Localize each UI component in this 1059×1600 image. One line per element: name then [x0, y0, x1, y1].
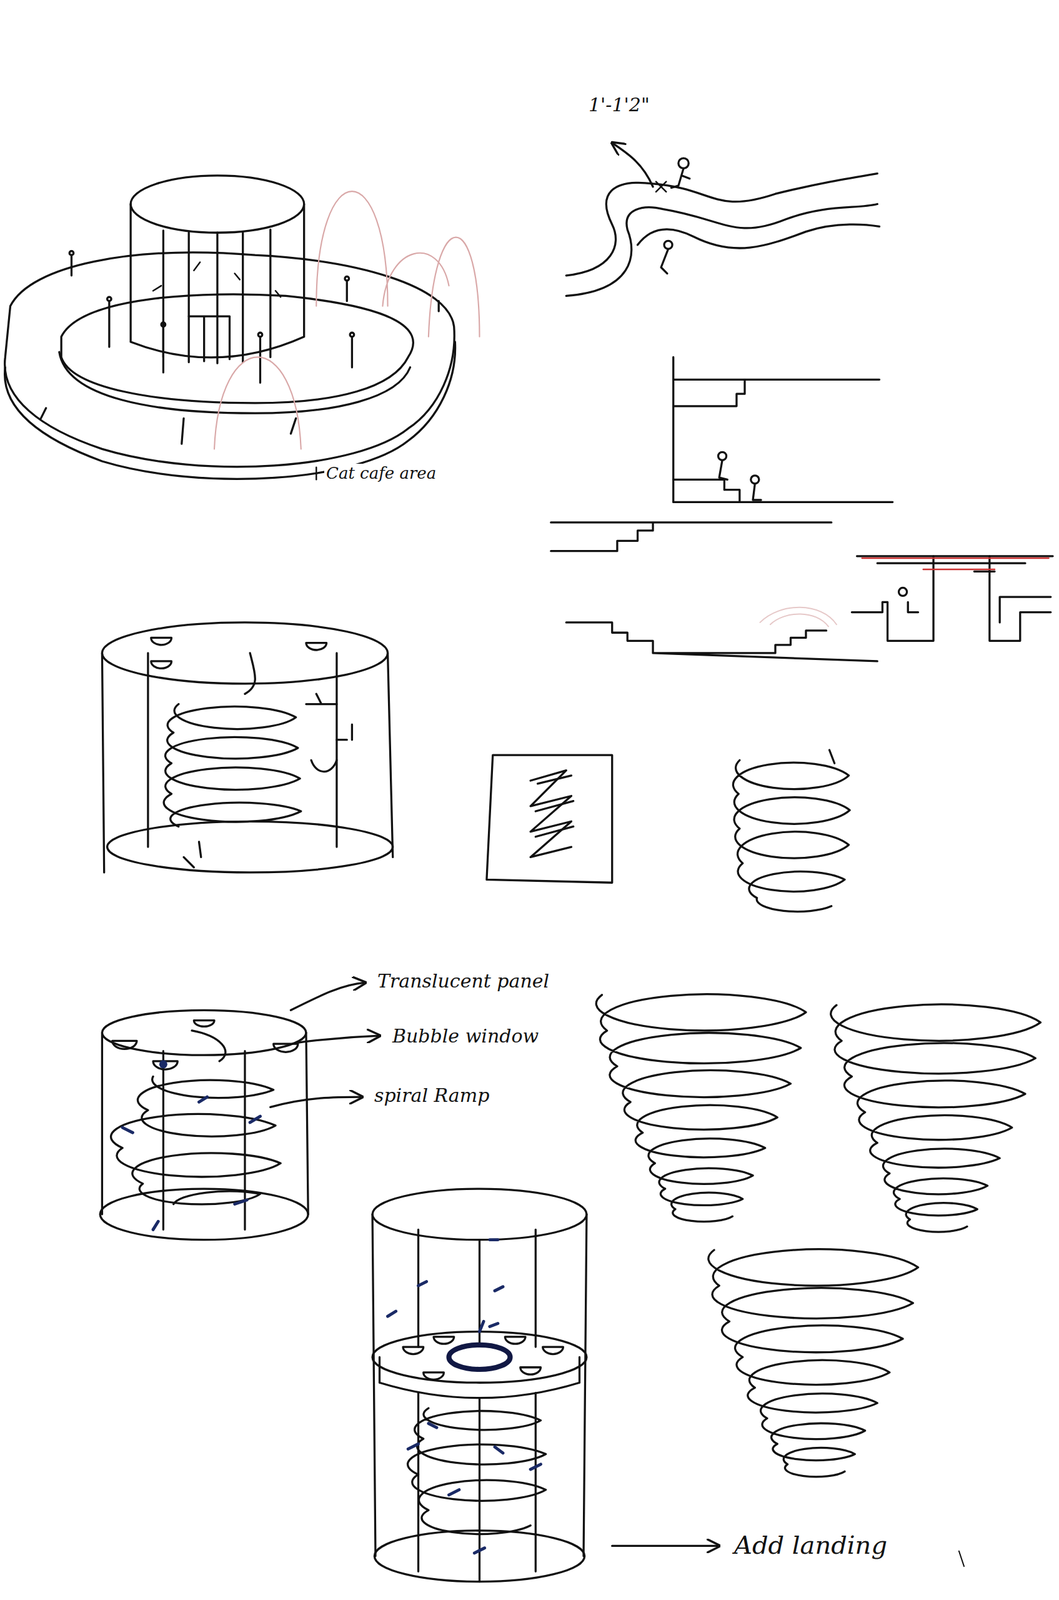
sketch-stroke	[130, 175, 305, 233]
sketch-stroke	[750, 475, 760, 484]
sketch-stroke	[163, 652, 302, 827]
sketch-stroke	[907, 571, 995, 612]
sketch-stroke	[862, 557, 1050, 570]
spiral-cylinder-sketch	[101, 622, 393, 873]
labelled-cylinder-sketch	[99, 982, 380, 1239]
sketch-stroke	[673, 479, 893, 502]
sketch-stroke	[315, 467, 317, 480]
area-label: Cat cafe area	[324, 463, 438, 483]
sketch-stroke	[656, 181, 667, 192]
sketch-stroke	[122, 1096, 260, 1229]
sketch-stroke	[732, 759, 850, 911]
callout-label: Bubble window	[390, 1024, 541, 1048]
sketch-stroke	[664, 240, 673, 249]
sketch-stroke	[101, 652, 393, 873]
sketch-stroke	[107, 820, 393, 873]
callout-label: Translucent panel	[375, 969, 552, 993]
sketch-stroke	[112, 1020, 299, 1069]
sketch-stroke	[372, 1188, 587, 1240]
sketch-stroke	[69, 251, 74, 256]
sketch-stroke	[407, 1407, 547, 1534]
sketch-stroke	[752, 483, 761, 500]
sketch-stroke	[188, 316, 230, 362]
sketch-stroke	[387, 1239, 542, 1553]
sketch-stroke	[306, 693, 352, 771]
sketch-stroke	[161, 322, 166, 327]
tornado-coils	[596, 994, 1041, 1477]
sketch-stroke	[678, 158, 689, 169]
sketch-stroke	[551, 522, 832, 552]
callout-label: spiral Ramp	[372, 1083, 492, 1107]
sketch-stroke	[759, 607, 836, 627]
sketch-stroke	[99, 1188, 309, 1240]
sketch-stroke	[402, 1336, 563, 1380]
sketch-stroke	[612, 1544, 720, 1547]
sketch-stroke	[959, 1550, 965, 1566]
sketch-stroke	[59, 351, 411, 413]
sketch-stroke	[61, 294, 413, 403]
dimension-label: 1'-1'2"	[586, 93, 652, 117]
sketch-stroke	[163, 229, 270, 363]
coil-sketch	[732, 749, 850, 911]
sketch-stroke	[612, 143, 653, 187]
sketch-stroke	[270, 1096, 363, 1107]
tube-section-sketch	[566, 143, 880, 297]
sketch-stroke	[258, 332, 263, 337]
sketch-stroke	[290, 982, 365, 1010]
sketch-stroke	[111, 1030, 282, 1204]
note-label: Add landing	[732, 1529, 890, 1560]
zigzag-sketch	[486, 754, 613, 883]
sketch-stroke	[159, 1059, 168, 1068]
sketch-stroke	[899, 587, 908, 596]
sketch-stroke	[661, 248, 668, 274]
sketch-stroke	[708, 1248, 919, 1477]
sketch-stroke	[596, 994, 806, 1222]
sketch-stroke	[40, 254, 439, 444]
sketch-stroke	[566, 622, 878, 662]
cat-cafe-sketch	[4, 175, 480, 480]
sketch-stroke	[671, 168, 690, 188]
sketch-stroke	[535, 775, 573, 837]
sketch-stroke	[101, 1032, 309, 1229]
sketch-stroke	[829, 749, 835, 763]
sketch-stroke	[851, 556, 1051, 642]
sketch-stroke	[296, 1035, 380, 1043]
landing-cylinder-sketch	[372, 1188, 965, 1582]
sketch-stroke	[449, 1344, 511, 1369]
sketch-stroke	[153, 262, 281, 298]
sketch-stroke	[566, 204, 878, 297]
sketch-stroke	[214, 191, 480, 449]
sketch-stroke	[183, 841, 202, 868]
sketch-stroke	[637, 224, 880, 249]
sketch-stroke	[530, 770, 572, 858]
sketch-stroke	[151, 637, 327, 668]
sketch-stroke	[101, 622, 388, 684]
sketch-stroke	[4, 341, 456, 479]
stepped-section-sketch	[551, 356, 1053, 662]
sketch-stroke	[344, 276, 350, 281]
sketch-stroke	[719, 459, 728, 480]
sketch-stroke	[857, 556, 1053, 563]
sketch-stroke	[107, 296, 112, 302]
sketch-stroke	[349, 332, 355, 337]
sketch-stroke	[486, 754, 613, 883]
sketch-stroke	[830, 1004, 1041, 1232]
sketch-stroke	[718, 451, 727, 460]
